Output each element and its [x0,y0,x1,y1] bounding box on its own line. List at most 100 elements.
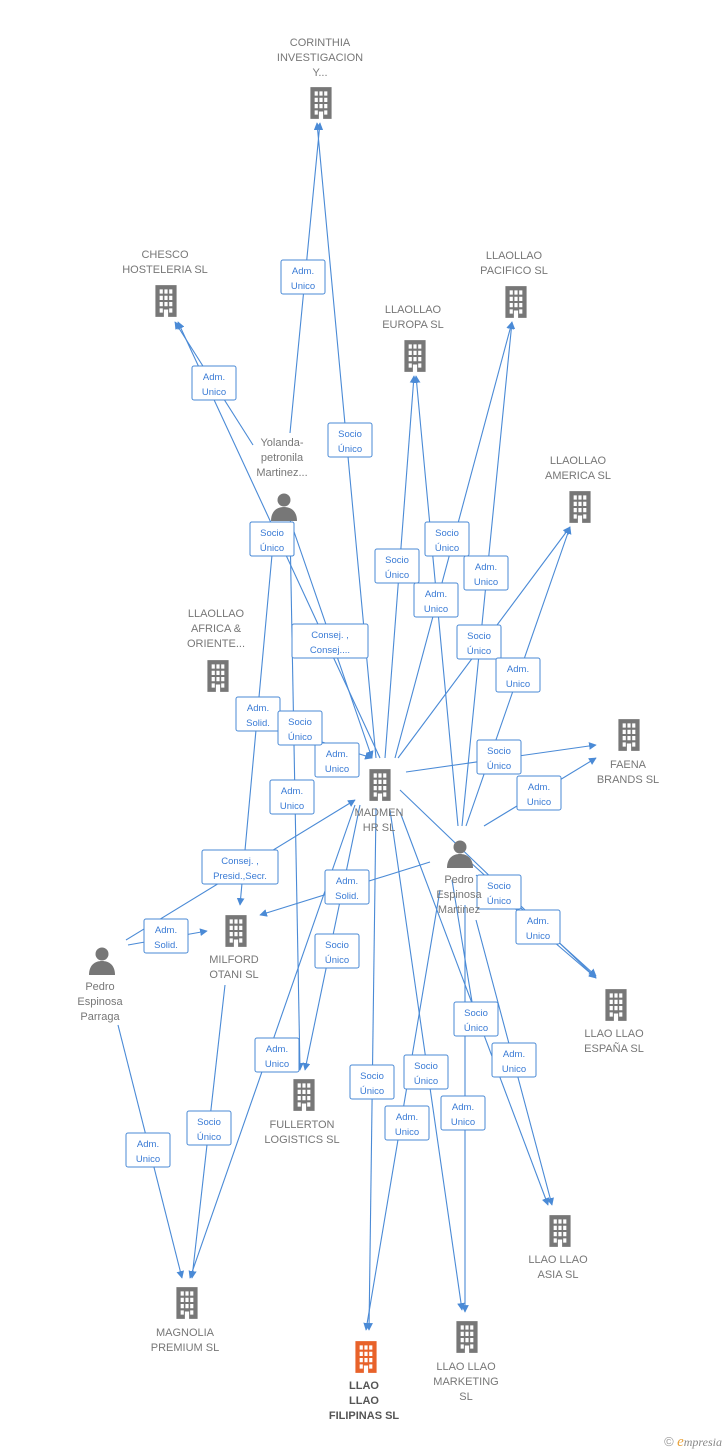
edge-label-line: Adm. [281,786,303,797]
edge-label-15[interactable]: Adm.Unico [516,775,562,811]
edge-label-8[interactable]: Consej. ,Consej.... [291,623,369,659]
node-label: Pedro [444,874,473,886]
edge-label-box [495,657,541,693]
node-label: Parraga [80,1011,120,1023]
edge-label-25[interactable]: Adm.Unico [254,1037,300,1073]
node-label: LLAO LLAO [584,1028,644,1040]
edge-label-29[interactable]: Adm.Unico [125,1132,171,1168]
edge-label-line: Socio [197,1117,221,1128]
node-label: ORIENTE... [187,638,245,650]
edge-label-box [424,521,470,557]
edge-label-line: Adm. [527,916,549,927]
building-icon [355,1341,377,1373]
edge-label-line: Consej. , [221,856,259,867]
edge-label-line: Adm. [336,876,358,887]
edge-label-box [515,909,561,945]
edge-label-box [291,623,369,659]
node-label: LLAO LLAO [436,1361,496,1373]
edge-label-line: Único [338,444,362,455]
edge-label-line: Único [197,1132,221,1143]
edge-label-line: Único [325,955,349,966]
node-label: LLAOLLAO [486,250,543,262]
node-label: ESPAÑA SL [584,1042,644,1055]
person-icon [271,493,297,521]
node-label: PACIFICO SL [480,265,548,277]
edge-label-line: Solid. [246,718,270,729]
node-corinthia[interactable]: CORINTHIAINVESTIGACIONY... [277,37,363,119]
node-label: LLAOLLAO [188,608,245,620]
node-pacifico[interactable]: LLAOLLAO PACIFICO SL [480,250,548,318]
edge-label-box [384,1105,430,1141]
edge-label-13[interactable]: Adm.Unico [269,779,315,815]
edge-label-18[interactable]: Adm.Solid. [143,918,189,954]
edge-label-box [413,582,459,618]
edge-label-line: Único [385,570,409,581]
edge-label-16[interactable]: Adm.Unico [314,742,360,778]
edge-label-line: Único [414,1076,438,1087]
edge-label-6[interactable]: Adm.Unico [413,582,459,618]
edge-label-1[interactable]: Adm.Unico [191,365,237,401]
edge-label-0[interactable]: Adm.Unico [280,259,326,295]
edge-label-line: Socio [385,555,409,566]
edge-label-box [456,624,502,660]
building-icon [293,1079,315,1111]
edge-label-line: Adm. [475,562,497,573]
edge-label-11[interactable]: Adm.Solid. [235,696,281,732]
node-label: OTANI SL [209,969,258,981]
edge-label-10[interactable]: Adm.Unico [495,657,541,693]
edge-label-line: Único [487,896,511,907]
edge-label-31[interactable]: Adm.Unico [440,1095,486,1131]
edge-label-20[interactable]: Adm.Unico [515,909,561,945]
edge-label-box [269,779,315,815]
edge-label-line: Único [288,732,312,743]
building-icon [369,769,391,801]
edge-24 [451,879,478,1021]
building-icon [505,286,527,318]
edge-label-box [327,422,373,458]
empresia-credit[interactable]: © empresia [664,1434,722,1451]
edge-labels: Adm.UnicoAdm.UnicoSocioÚnicoSocioÚnicoSo… [125,259,562,1168]
edge-label-line: Único [260,543,284,554]
edge-label-17[interactable]: Consej. ,Presid.,Secr. [201,849,279,885]
edge-label-7[interactable]: Adm.Unico [463,555,509,591]
edge-label-line: Adm. [292,266,314,277]
edge-label-30[interactable]: Adm.Unico [384,1105,430,1141]
edge-label-32[interactable]: Adm.Unico [491,1042,537,1078]
edge-label-line: Socio [288,717,312,728]
node-yolanda[interactable]: Yolanda-petronilaMartinez... [256,437,308,521]
edge-label-box [453,1001,499,1037]
node-espana[interactable]: LLAO LLAO ESPAÑA SL [584,989,644,1055]
edge-label-21[interactable]: Adm.Solid. [324,869,370,905]
building-icon [310,87,332,119]
node-label: MARKETING [433,1376,498,1388]
edge-label-line: Unico [325,764,349,775]
edge-label-line: Unico [136,1154,160,1165]
